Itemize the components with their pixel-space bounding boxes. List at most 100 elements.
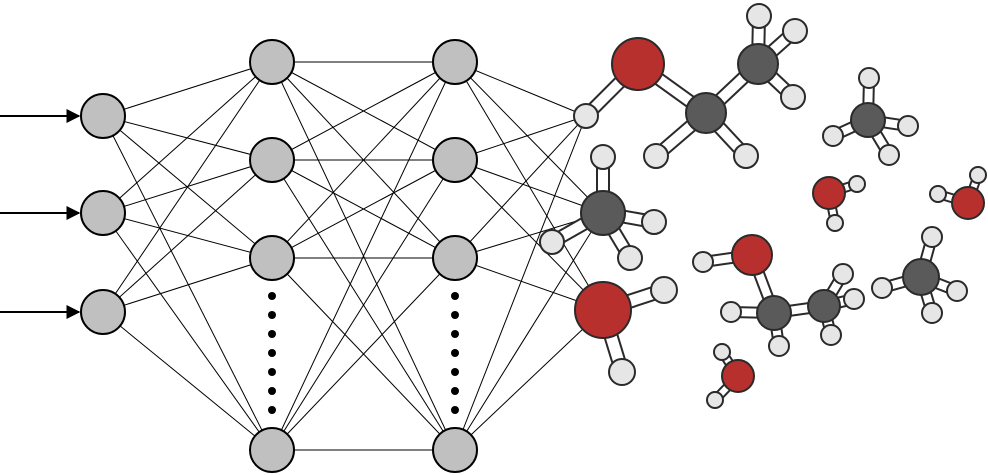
connection-line [454, 61, 604, 214]
oxygen-atom [731, 234, 773, 276]
hidden-node [249, 137, 295, 183]
hydrogen-atom [782, 18, 808, 44]
hydrogen-atom [921, 302, 943, 324]
water-molecule [574, 276, 678, 386]
hidden-node [432, 137, 478, 183]
hidden-node [432, 235, 478, 281]
ethanol-molecule [692, 234, 865, 357]
connection-line [102, 212, 273, 451]
hydrogen-atom [848, 175, 866, 193]
water-molecule [929, 166, 987, 220]
connection-line [454, 115, 587, 451]
network-nodes [80, 39, 478, 473]
hydrogen-atom [858, 67, 880, 89]
connection-line [102, 257, 273, 313]
ellipsis-dot [451, 387, 459, 395]
connection-line [271, 61, 456, 259]
water-molecule [812, 175, 866, 232]
hydrogen-atom [692, 251, 714, 273]
hydrogen-atom [826, 214, 844, 232]
ellipsis-dot [268, 349, 276, 357]
methane-molecule [539, 144, 667, 271]
hydrogen-atom [539, 229, 565, 255]
carbon-atom [685, 92, 727, 134]
hidden-node [249, 427, 295, 473]
hydrogen-atom [617, 245, 643, 271]
connection-line [454, 61, 587, 117]
connection-line [454, 309, 604, 451]
hidden-node [249, 39, 295, 85]
ellipsis-dot [268, 368, 276, 376]
connection-line [102, 61, 273, 214]
input-node [80, 93, 126, 139]
connection-line [271, 159, 456, 451]
ellipsis-dot [451, 349, 459, 357]
hydrogen-atom [780, 84, 806, 110]
oxygen-atom [611, 37, 665, 91]
carbon-atom [580, 190, 626, 236]
connection-line [454, 159, 604, 214]
hydrogen-atom [929, 185, 947, 203]
ellipsis-dot [268, 406, 276, 414]
connection-line [454, 115, 587, 161]
hydrogen-atom [871, 277, 893, 299]
hydrogen-atom [969, 166, 987, 184]
hidden-node [432, 427, 478, 473]
connection-line [271, 61, 456, 161]
ellipsis-dot [451, 311, 459, 319]
carbon-atom [807, 289, 841, 323]
ellipsis-dot [268, 311, 276, 319]
hydrogen-atom [822, 125, 844, 147]
hydrogen-atom [921, 226, 943, 248]
connection-line [102, 61, 273, 117]
connection-line [102, 159, 273, 313]
connection-line [102, 115, 273, 451]
hydrogen-atom [608, 358, 636, 386]
layer-ellipsis-dots [268, 292, 459, 414]
molecules-group [539, 3, 987, 409]
hydrogen-atom [643, 143, 669, 169]
connection-line [454, 115, 587, 259]
ellipsis-dot [268, 330, 276, 338]
hydrogen-atom [573, 103, 599, 129]
hydrogen-atom [843, 288, 865, 310]
hydrogen-atom [878, 144, 900, 166]
ellipsis-dot [451, 406, 459, 414]
methane-molecule [871, 226, 968, 324]
input-arrows [0, 109, 81, 319]
oxygen-atom [812, 176, 846, 210]
input-node [80, 190, 126, 236]
hydrogen-atom [832, 263, 854, 285]
oxygen-atom [574, 281, 632, 339]
hidden-node [249, 235, 295, 281]
hydrogen-atom [768, 335, 790, 357]
ellipsis-dot [451, 368, 459, 376]
hydrogen-atom [820, 324, 842, 346]
ethanol-molecule [573, 3, 808, 169]
connection-line [102, 311, 273, 451]
ellipsis-dot [451, 292, 459, 300]
ellipsis-dot [268, 387, 276, 395]
oxygen-atom [951, 186, 985, 220]
input-node [80, 289, 126, 335]
hydrogen-atom [650, 276, 678, 304]
connection-line [102, 61, 273, 313]
connection-line [454, 212, 604, 451]
connection-line [271, 257, 456, 451]
ellipsis-dot [451, 330, 459, 338]
hydrogen-atom [641, 209, 667, 235]
network-connections [102, 61, 604, 451]
carbon-atom [902, 258, 940, 296]
oxygen-atom [721, 359, 755, 393]
ellipsis-dot [268, 292, 276, 300]
hydrogen-atom [706, 391, 724, 409]
connection-line [271, 61, 456, 451]
carbon-atom [850, 102, 886, 138]
carbon-atom [756, 295, 792, 331]
hydrogen-atom [590, 144, 616, 170]
methane-molecule [822, 67, 919, 166]
hydrogen-atom [733, 143, 759, 169]
water-molecule [706, 343, 755, 409]
